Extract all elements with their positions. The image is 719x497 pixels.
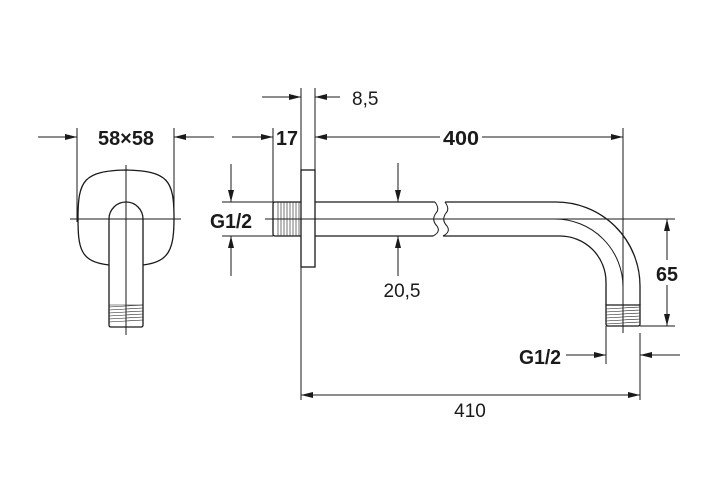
- pipe-arm: [315, 201, 641, 305]
- arm-length-label: 400: [443, 128, 479, 150]
- thread-length-label: 17: [276, 128, 298, 150]
- front-view: 58×58: [38, 128, 214, 335]
- drop-height-label: 65: [656, 264, 678, 286]
- overall-length-label: 410: [454, 401, 486, 422]
- flange-thickness-label: 8,5: [352, 89, 378, 110]
- outlet-thread-label: G1/2: [519, 347, 561, 369]
- side-view: 8,5 17 400 G1/2 20,5 65 G1/2 4: [210, 88, 680, 422]
- pipe-diameter-label: 20,5: [384, 281, 421, 302]
- outlet-thread: [605, 304, 641, 327]
- inlet-thread-label: G1/2: [210, 211, 252, 233]
- pipe-outline: [108, 201, 144, 328]
- flange-size-label: 58×58: [98, 128, 154, 150]
- break-symbol: [432, 201, 449, 237]
